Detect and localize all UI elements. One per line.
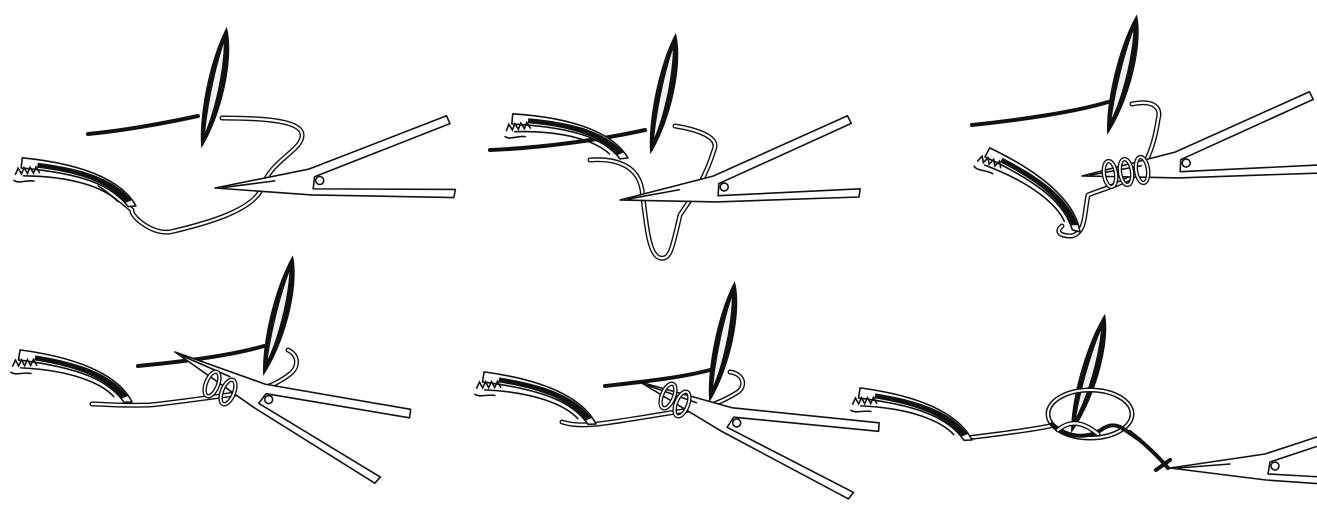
suture-thread-dark [1130,432,1170,470]
suture-thread-dark [88,116,198,134]
panel-step-6 [850,312,1317,490]
needle-holder [212,116,456,210]
wound-incision [1066,312,1114,437]
forceps [850,384,972,444]
suture-thread-light [966,426,1050,438]
forceps [965,145,1096,232]
forceps [10,346,132,406]
panel-step-3 [965,12,1317,236]
wound-incision [1102,12,1146,137]
suture-thread-dark [490,130,645,150]
panel-step-5 [474,279,884,499]
needle-holder [165,299,415,484]
needle-holder [1170,408,1317,490]
suture-thread-dark [972,102,1108,125]
panel-step-1 [12,25,455,232]
panel-step-2 [490,31,861,258]
wound-incision [196,25,236,150]
wound-incision [704,279,744,404]
wound-incision [645,31,685,156]
knot [1048,390,1140,440]
forceps [474,368,596,428]
panel-step-4 [10,253,415,484]
suture-thread-dark [605,370,710,386]
forceps [12,150,136,214]
